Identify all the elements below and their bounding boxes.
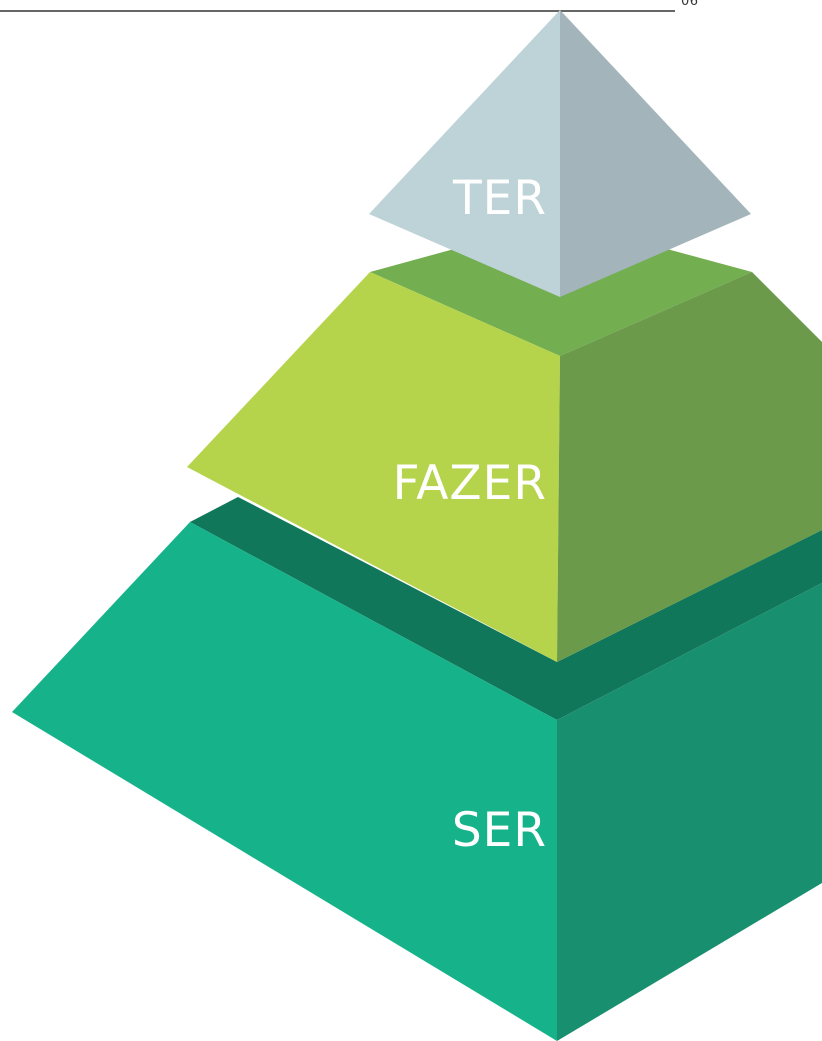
tier-ter: TER — [369, 10, 751, 297]
ser-right-face — [557, 583, 822, 1041]
ser-label: SER — [452, 803, 547, 858]
fazer-label: FAZER — [393, 456, 547, 511]
fazer-left-face — [187, 272, 560, 662]
fazer-right-face — [557, 272, 822, 662]
ser-top-face — [190, 497, 822, 720]
page-number: 06 — [681, 0, 699, 9]
ter-right-face — [560, 10, 751, 297]
ser-left-face — [12, 522, 557, 1041]
ter-left-face — [369, 10, 560, 297]
tier-ser: SER — [12, 497, 822, 1041]
ter-label: TER — [452, 171, 547, 226]
tier-fazer: FAZER — [187, 220, 822, 662]
